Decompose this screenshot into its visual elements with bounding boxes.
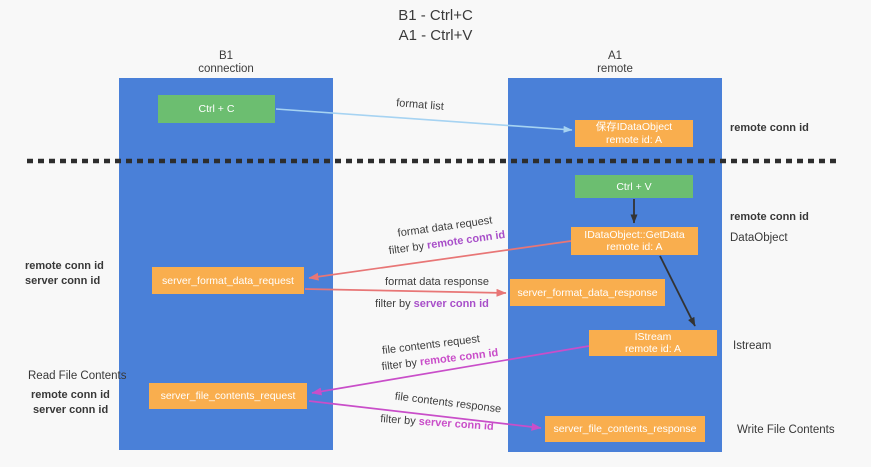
ctrl-c-box: Ctrl + C	[158, 95, 275, 123]
read-file-contents-label: Read File Contents	[28, 370, 127, 382]
ctrl-v-box: Ctrl + V	[575, 175, 693, 198]
title-line-2: A1 - Ctrl+V	[398, 27, 473, 44]
arrow-format-response	[304, 288, 507, 297]
file-contents-response-filter: filter by server conn id	[380, 413, 494, 433]
server-file-contents-request-label: server_file_contents_request	[160, 390, 296, 402]
filter-by-text: filter by	[388, 239, 428, 258]
lane-header-b1: B1 connection	[119, 50, 333, 76]
lane-a1-name: A1	[607, 50, 623, 62]
ctrl-c-label: Ctrl + C	[198, 103, 235, 115]
getdata-line1: IDataObject::GetData	[584, 228, 685, 241]
title-line-1: B1 - Ctrl+C	[398, 7, 473, 24]
server-file-contents-response-box: server_file_contents_response	[545, 416, 705, 442]
format-left-remote-conn-id-label: remote conn id	[25, 260, 104, 272]
lane-a1-role: remote	[597, 63, 633, 75]
server-conn-id-text: server conn id	[413, 298, 489, 310]
save-idataobject-line2: remote id: A	[605, 133, 663, 146]
getdata-line2: remote id: A	[606, 241, 663, 253]
file-contents-response-label: file contents response	[394, 390, 502, 416]
save-idataobject-box: 保存IDataObject remote id: A	[575, 120, 693, 147]
filter-by-text: filter by	[381, 356, 421, 374]
istream-box: IStream remote id: A	[589, 330, 717, 356]
save-idataobject-line1: 保存IDataObject	[595, 121, 673, 133]
format-left-server-conn-id-label: server conn id	[25, 275, 101, 287]
istream-line2: remote id: A	[624, 343, 682, 355]
server-file-contents-request-box: server_file_contents_request	[149, 383, 307, 409]
format-list-label: format list	[395, 97, 445, 113]
save-remote-conn-id-label: remote conn id	[730, 122, 809, 134]
format-data-response-label: format data response	[385, 276, 489, 288]
write-file-contents-label: Write File Contents	[737, 424, 835, 436]
format-data-response-filter: filter by server conn id	[375, 298, 489, 310]
server-format-data-request-box: server_format_data_request	[152, 267, 304, 294]
istream-side-label: Istream	[733, 340, 772, 352]
dataobject-label: DataObject	[730, 232, 788, 244]
istream-line1: IStream	[634, 330, 672, 343]
getdata-box: IDataObject::GetData remote id: A	[571, 227, 698, 255]
server-format-data-response-label: server_format_data_response	[517, 286, 658, 299]
server-file-contents-response-label: server_file_contents_response	[553, 423, 697, 435]
diagram-title: B1 - Ctrl+C A1 - Ctrl+V	[0, 6, 871, 46]
filter-by-text: filter by	[379, 413, 420, 428]
paste-remote-conn-id-label: remote conn id	[730, 211, 809, 223]
server-conn-id-text: server conn id	[418, 415, 495, 433]
lane-header-a1: A1 remote	[508, 50, 722, 76]
file-left-server-conn-id-label: server conn id	[33, 404, 109, 416]
lane-b1-name: B1	[218, 50, 234, 62]
filter-by-text: filter by	[375, 298, 414, 310]
ctrl-v-label: Ctrl + V	[616, 180, 652, 193]
server-format-data-request-label: server_format_data_request	[162, 274, 294, 287]
lane-b1-role: connection	[198, 63, 254, 75]
file-left-remote-conn-id-label: remote conn id	[31, 389, 110, 401]
server-format-data-response-box: server_format_data_response	[510, 279, 665, 306]
